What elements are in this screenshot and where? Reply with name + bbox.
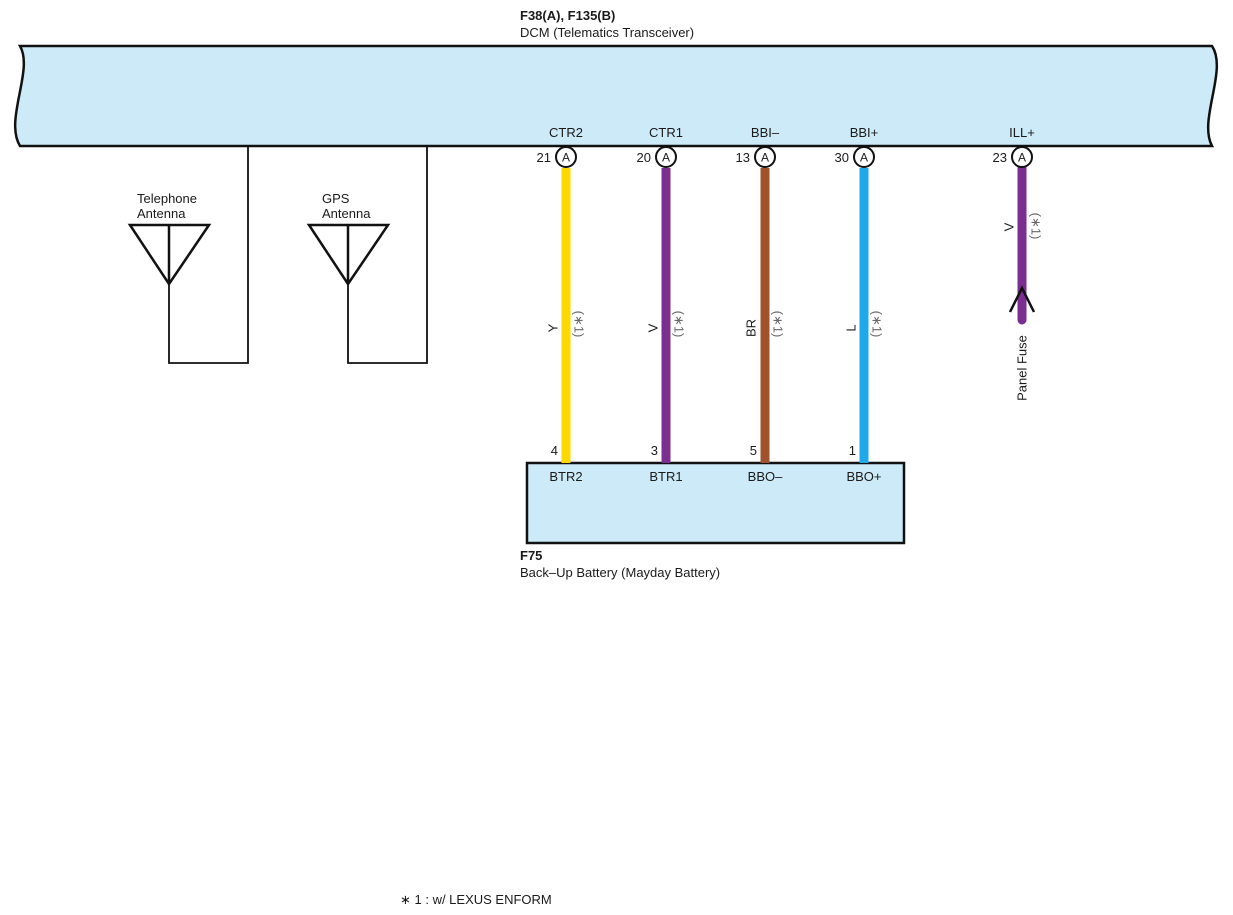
gps-antenna-label-2: Antenna [322,206,371,221]
panel-fuse-label: Panel Fuse [1015,335,1030,401]
connector-pin-circle [754,146,776,168]
end-terminal-label: BTR2 [549,469,582,484]
wire-color-code: L [844,324,859,331]
gps-antenna-label-1: GPS [322,191,350,206]
pin-number: 20 [637,150,651,165]
end-terminal-label: BBO+ [846,469,881,484]
telephone-antenna-lead [168,146,249,364]
dcm-body [14,44,1218,148]
wire-color-code: V [1002,222,1017,231]
telephone-antenna-label-1: Telephone [137,191,197,206]
wire-note: (∗1) [672,311,687,338]
wire-note: (∗1) [1029,213,1044,240]
connector-pin-circle [555,146,577,168]
terminal-label: BBI– [751,125,780,140]
pin-number: 30 [835,150,849,165]
telephone-antenna-label-2: Antenna [137,206,186,221]
wire-ctr2: A CTR2 21 Y (∗1) 4 BTR2 [537,125,587,484]
gps-antenna: GPS Antenna [306,146,428,364]
end-pin-number: 5 [750,443,757,458]
arrow-up-icon [1008,285,1036,313]
terminal-label: BBI+ [850,125,879,140]
wire-color-code: V [646,323,661,332]
battery-code: F75 [520,548,542,563]
connector-id: A [860,151,868,165]
wire-note: (∗1) [870,311,885,338]
wire-note: (∗1) [572,311,587,338]
end-pin-number: 4 [551,443,558,458]
pin-number: 23 [993,150,1007,165]
telephone-antenna: Telephone Antenna [127,146,249,364]
connector-id: A [1018,151,1026,165]
connector-id: A [761,151,769,165]
wire-note: (∗1) [771,311,786,338]
terminal-label: CTR1 [649,125,683,140]
terminal-label: CTR2 [549,125,583,140]
pin-number: 21 [537,150,551,165]
dcm-name: DCM (Telematics Transceiver) [520,25,694,40]
end-terminal-label: BTR1 [649,469,682,484]
wire-color-code: BR [744,319,759,337]
connector-pin-circle [1011,146,1033,168]
pin-number: 13 [736,150,750,165]
end-terminal-label: BBO– [748,469,783,484]
wire-bbi-plus: A BBI+ 30 L (∗1) 1 BBO+ [835,125,885,484]
connector-pin-circle [853,146,875,168]
terminal-label: ILL+ [1009,125,1035,140]
gps-antenna-lead [347,146,428,364]
battery-name: Back–Up Battery (Mayday Battery) [520,565,720,580]
end-pin-number: 3 [651,443,658,458]
wire-ctr1: A CTR1 20 V (∗1) 3 BTR1 [637,125,687,484]
battery-body [525,461,906,545]
connector-pin-circle [655,146,677,168]
connector-id: A [562,151,570,165]
wire-color-code: Y [546,323,561,332]
footnote: ∗ 1 : w/ LEXUS ENFORM [400,892,552,907]
wire-ill-plus: A ILL+ 23 V (∗1) Panel Fuse [993,125,1044,401]
dcm-code: F38(A), F135(B) [520,8,615,23]
end-pin-number: 1 [849,443,856,458]
connector-id: A [662,151,670,165]
wire-bbi-minus: A BBI– 13 BR (∗1) 5 BBO– [736,125,786,484]
